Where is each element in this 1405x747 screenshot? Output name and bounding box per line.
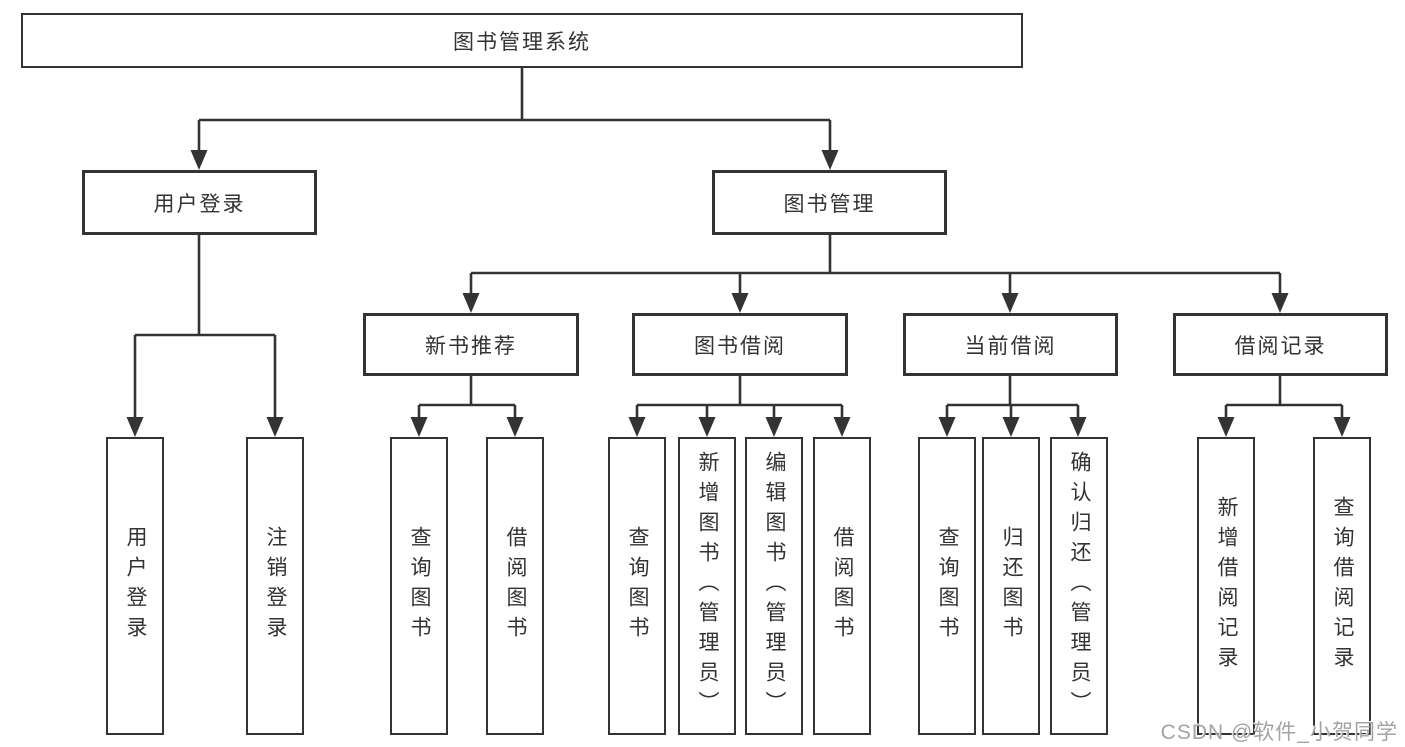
- leaf-logout-label: 注销登录: [264, 526, 288, 646]
- node-borrow-records-label: 借阅记录: [1234, 334, 1327, 358]
- leaf-confirm-return-admin-label: 确认归还（管理员）: [1068, 451, 1092, 721]
- leaf-add-book-admin: 新增图书（管理员）: [678, 437, 736, 735]
- node-book-borrow-label: 图书借阅: [694, 334, 786, 358]
- node-root-label: 图书管理系统: [453, 30, 591, 54]
- leaf-edit-book-admin-label: 编辑图书（管理员）: [763, 451, 787, 721]
- node-current-borrow: 当前借阅: [903, 313, 1118, 376]
- leaf-query-books-recommend: 查询图书: [390, 437, 448, 735]
- leaf-borrow-books-recommend: 借阅图书: [486, 437, 544, 735]
- leaf-query-books-current-label: 查询图书: [936, 526, 960, 646]
- node-book-management: 图书管理: [712, 170, 947, 235]
- leaf-query-books-borrow: 查询图书: [608, 437, 666, 735]
- leaf-query-books-borrow-label: 查询图书: [626, 526, 650, 646]
- leaf-add-borrow-record: 新增借阅记录: [1197, 437, 1255, 735]
- leaf-borrow-books: 借阅图书: [813, 437, 871, 735]
- node-root: 图书管理系统: [21, 13, 1023, 68]
- leaf-add-book-admin-label: 新增图书（管理员）: [696, 451, 720, 721]
- node-new-book-recommend-label: 新书推荐: [425, 334, 517, 358]
- leaf-return-book-label: 归还图书: [1000, 526, 1024, 646]
- leaf-edit-book-admin: 编辑图书（管理员）: [745, 437, 803, 735]
- leaf-borrow-books-label: 借阅图书: [831, 526, 855, 646]
- node-new-book-recommend: 新书推荐: [363, 313, 579, 376]
- leaf-query-books-recommend-label: 查询图书: [408, 526, 432, 646]
- leaf-add-borrow-record-label: 新增借阅记录: [1215, 496, 1239, 676]
- node-book-borrow: 图书借阅: [632, 313, 848, 376]
- leaf-borrow-books-recommend-label: 借阅图书: [504, 526, 528, 646]
- node-current-borrow-label: 当前借阅: [964, 334, 1057, 358]
- leaf-query-borrow-record-label: 查询借阅记录: [1331, 496, 1355, 676]
- leaf-logout: 注销登录: [246, 437, 304, 735]
- leaf-user-login-label: 用户登录: [124, 526, 148, 646]
- leaf-user-login: 用户登录: [106, 437, 164, 735]
- leaf-return-book: 归还图书: [982, 437, 1040, 735]
- leaf-query-borrow-record: 查询借阅记录: [1313, 437, 1371, 735]
- node-book-management-label: 图书管理: [783, 192, 876, 216]
- watermark: CSDN @软件_小贺同学: [1160, 721, 1398, 744]
- node-user-login: 用户登录: [82, 170, 317, 235]
- leaf-query-books-current: 查询图书: [918, 437, 976, 735]
- node-borrow-records: 借阅记录: [1173, 313, 1388, 376]
- node-user-login-label: 用户登录: [153, 192, 246, 216]
- leaf-confirm-return-admin: 确认归还（管理员）: [1050, 437, 1108, 735]
